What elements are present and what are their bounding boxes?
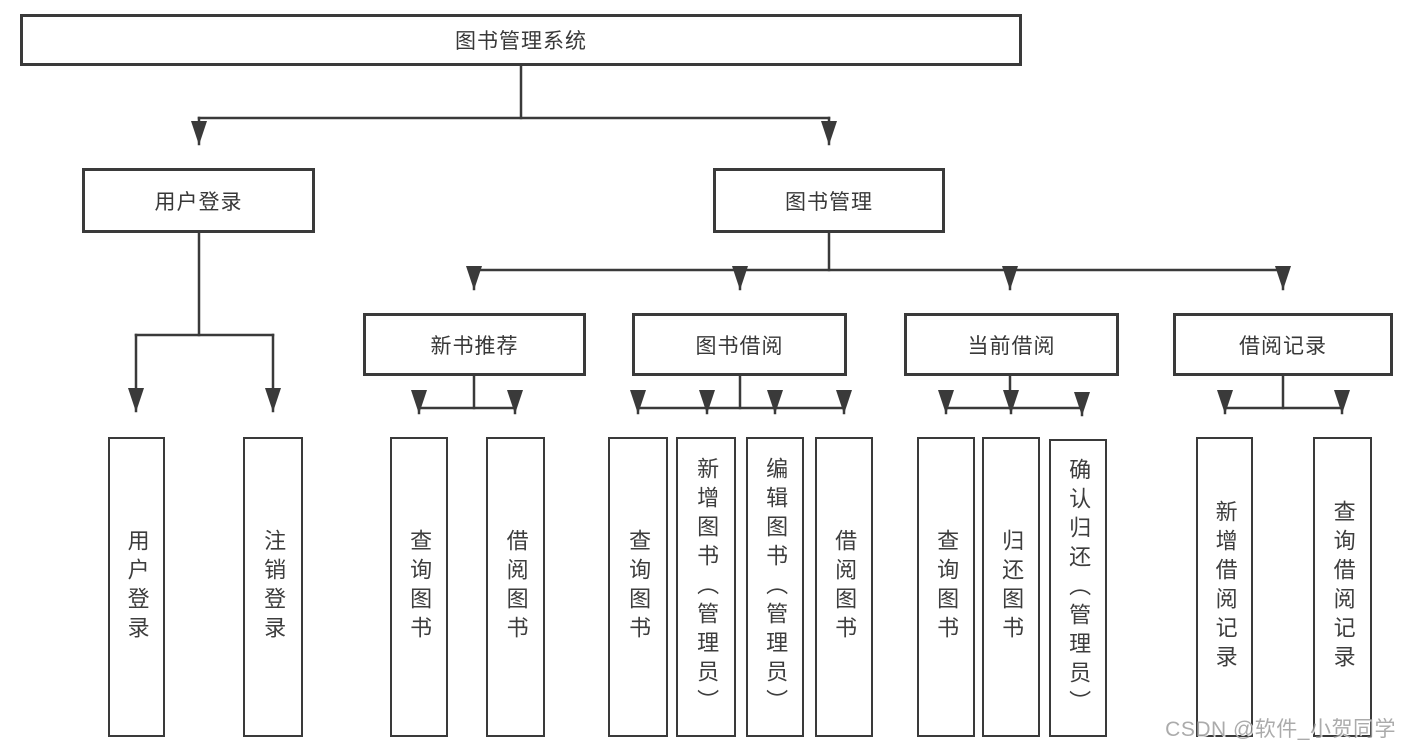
leaf-add-book-admin: 新增图书（管理员） (676, 437, 736, 737)
leaf-edit-book-admin-label: 编辑图书（管理员） (763, 456, 789, 718)
leaf-return-books-label: 归还图书 (999, 529, 1025, 645)
node-book-borrowing: 图书借阅 (632, 313, 847, 376)
leaf-add-book-admin-label: 新增图书（管理员） (694, 456, 720, 718)
node-user-login-label: 用户登录 (154, 190, 243, 214)
node-borrowing-records: 借阅记录 (1173, 313, 1393, 376)
node-book-borrowing-label: 图书借阅 (695, 334, 784, 358)
leaf-logout-label: 注销登录 (261, 529, 287, 645)
node-new-book-recommend: 新书推荐 (363, 313, 586, 376)
node-root: 图书管理系统 (20, 14, 1022, 66)
leaf-borrow-books: 借阅图书 (815, 437, 873, 737)
leaf-query-books-borrowing: 查询图书 (608, 437, 668, 737)
node-root-label: 图书管理系统 (455, 30, 587, 53)
leaf-borrow-books-label: 借阅图书 (832, 529, 858, 645)
node-new-book-recommend-label: 新书推荐 (430, 334, 519, 358)
leaf-borrow-books-recommend: 借阅图书 (486, 437, 545, 737)
node-borrowing-records-label: 借阅记录 (1239, 334, 1327, 358)
leaf-query-books-recommend: 查询图书 (390, 437, 448, 737)
leaf-query-borrow-record: 查询借阅记录 (1313, 437, 1372, 737)
leaf-edit-book-admin: 编辑图书（管理员） (746, 437, 804, 737)
leaf-add-borrow-record-label: 新增借阅记录 (1212, 500, 1238, 674)
leaf-confirm-return-admin-label: 确认归还（管理员） (1066, 457, 1092, 719)
node-user-login: 用户登录 (82, 168, 315, 233)
leaf-add-borrow-record: 新增借阅记录 (1196, 437, 1253, 737)
leaf-query-books-current-label: 查询图书 (934, 529, 960, 645)
leaf-logout: 注销登录 (243, 437, 303, 737)
leaf-query-books-recommend-label: 查询图书 (407, 529, 433, 645)
leaf-return-books: 归还图书 (982, 437, 1040, 737)
leaf-query-books-borrowing-label: 查询图书 (626, 529, 652, 645)
node-current-borrowing: 当前借阅 (904, 313, 1119, 376)
leaf-query-borrow-record-label: 查询借阅记录 (1330, 500, 1356, 674)
node-current-borrowing-label: 当前借阅 (967, 334, 1056, 358)
leaf-user-login-label: 用户登录 (124, 529, 150, 645)
watermark: CSDN @软件_小贺同学 (1165, 718, 1396, 741)
node-book-management-label: 图书管理 (785, 190, 873, 214)
leaf-query-books-current: 查询图书 (917, 437, 975, 737)
leaf-user-login: 用户登录 (108, 437, 165, 737)
leaf-borrow-books-recommend-label: 借阅图书 (503, 529, 529, 645)
node-book-management: 图书管理 (713, 168, 945, 233)
leaf-confirm-return-admin: 确认归还（管理员） (1049, 439, 1107, 737)
